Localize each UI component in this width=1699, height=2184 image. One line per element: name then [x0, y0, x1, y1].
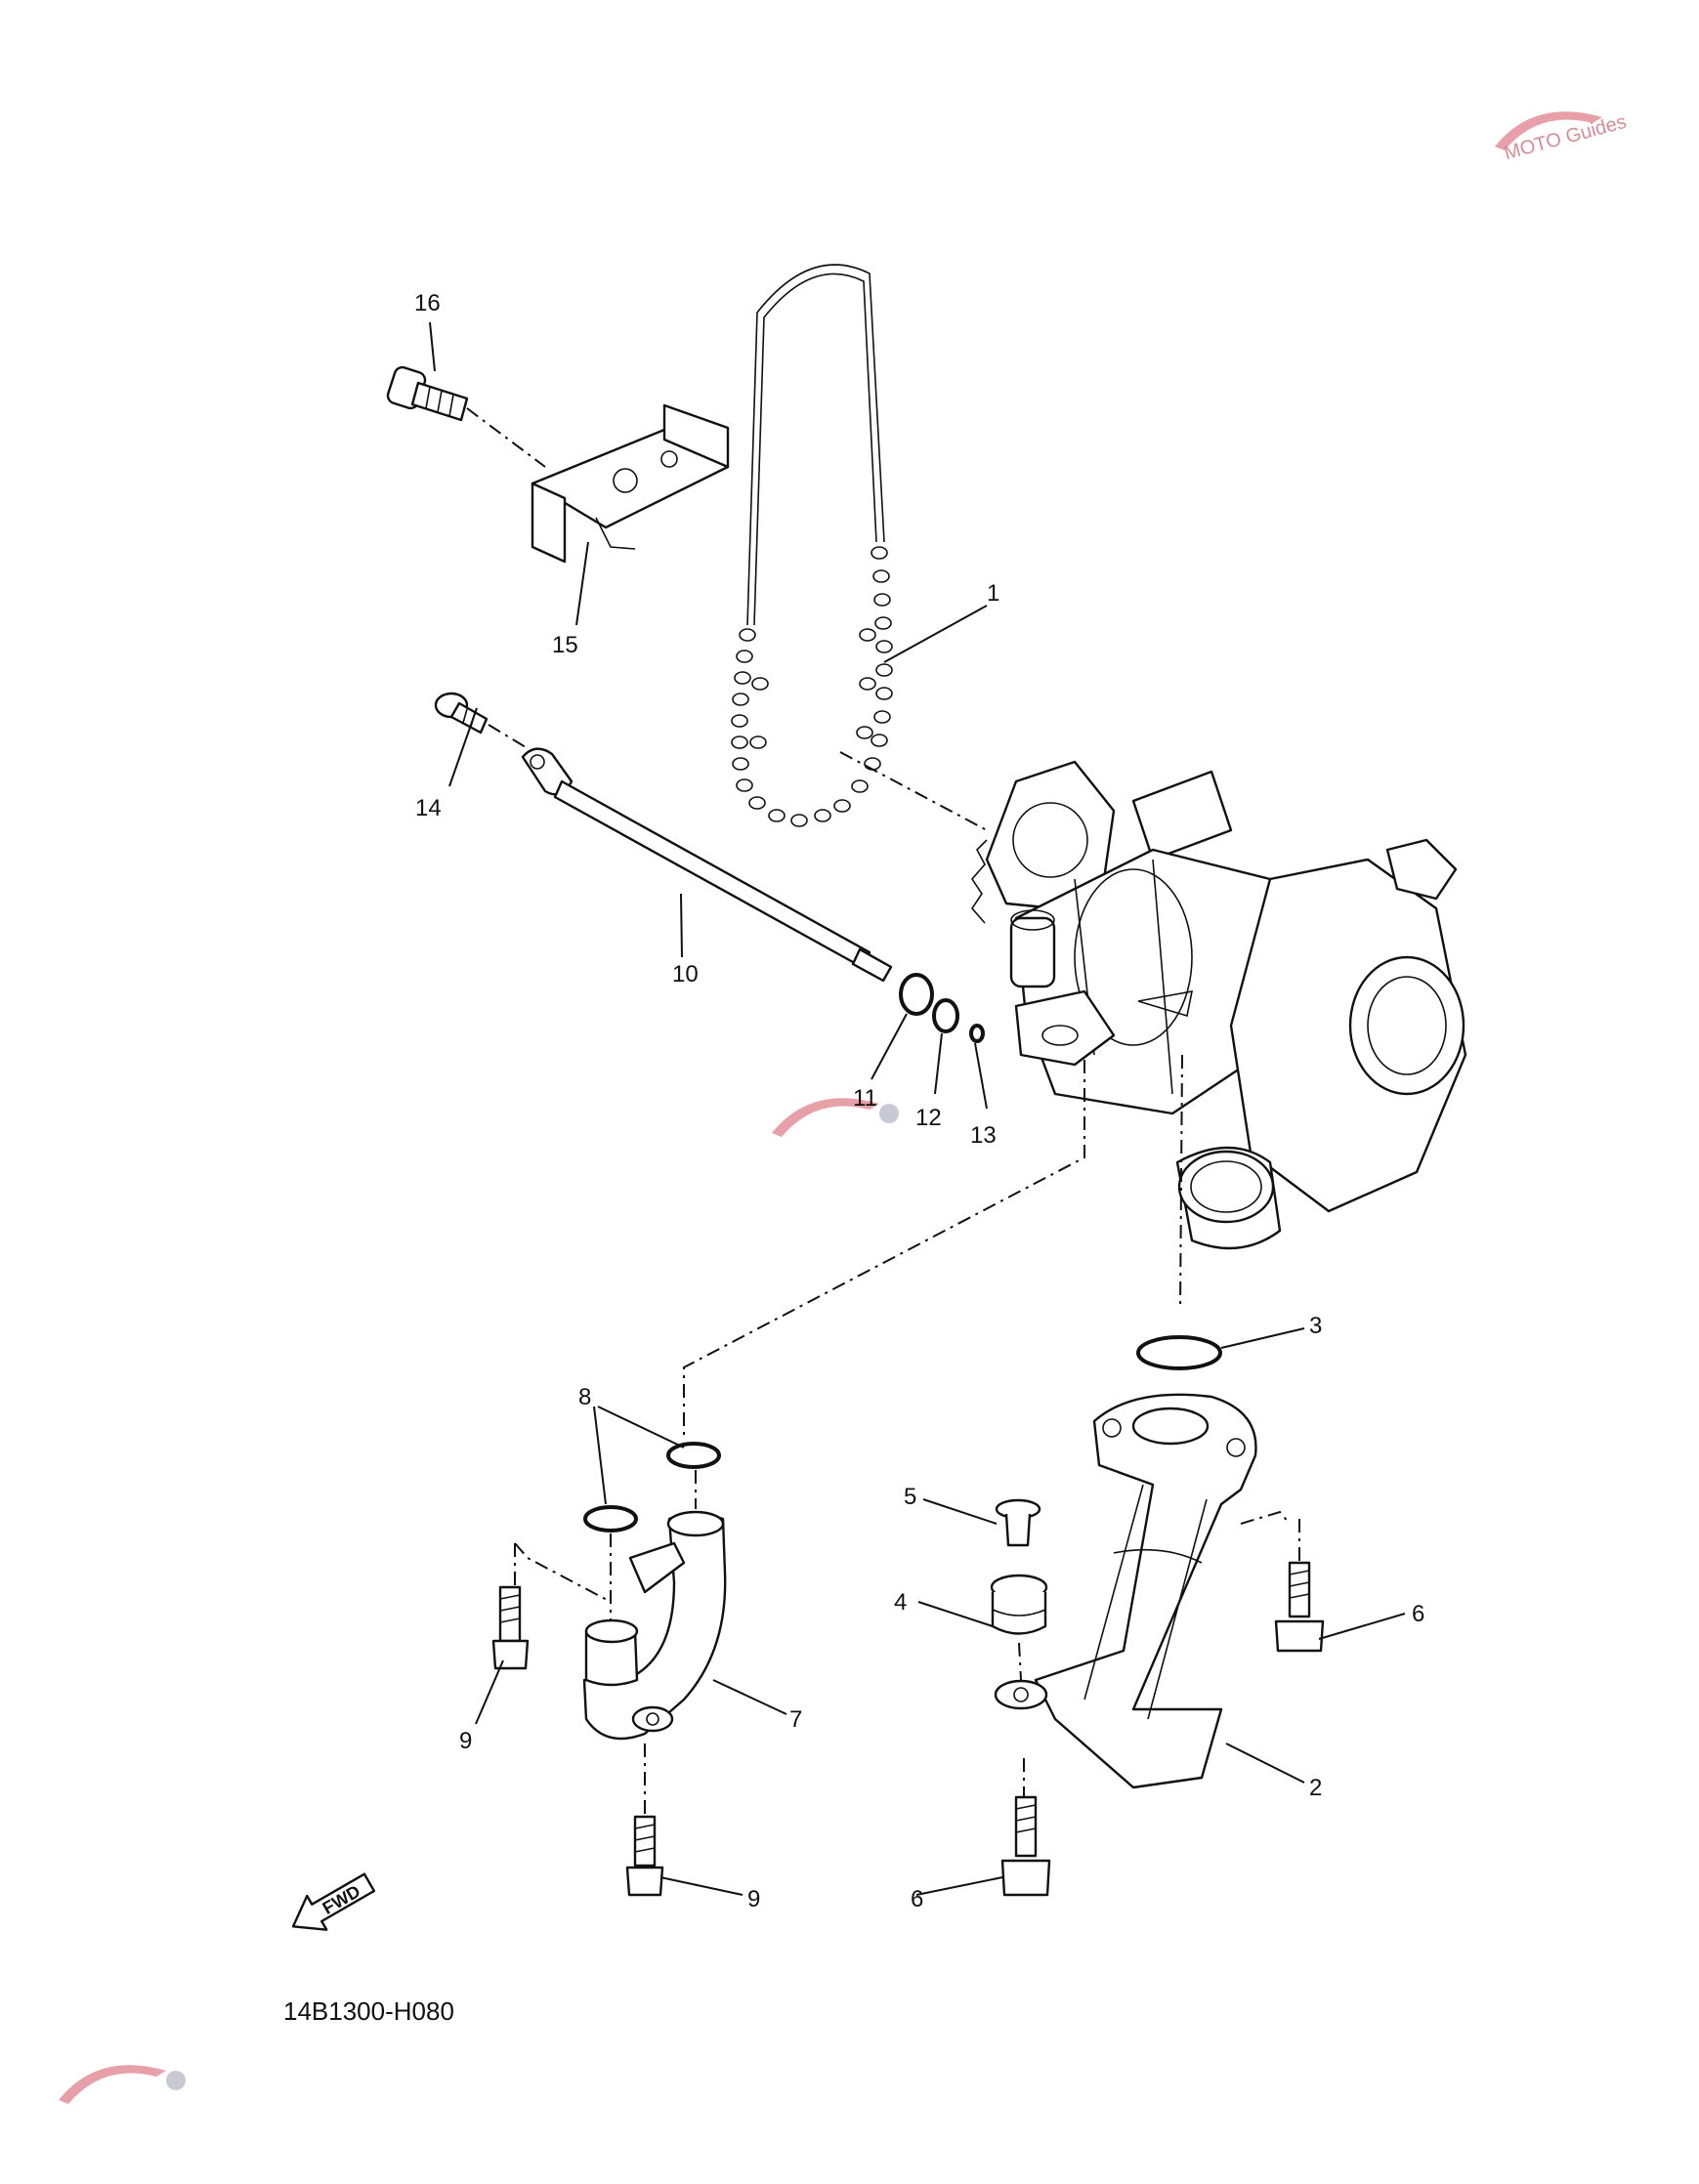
callout-3: 3	[1309, 1313, 1322, 1339]
callout-10: 10	[672, 961, 699, 987]
part-5-collar	[995, 1498, 1041, 1547]
callout-7: 7	[789, 1706, 802, 1733]
part-4-grommet	[990, 1574, 1048, 1635]
callout-15: 15	[552, 632, 578, 658]
callout-1: 1	[987, 580, 999, 607]
callout-2: 2	[1309, 1775, 1322, 1801]
part-9-bolt-left	[491, 1585, 530, 1670]
oil-pump-assembly	[970, 760, 1467, 1250]
callout-5: 5	[904, 1484, 916, 1510]
callout-9-lower: 9	[747, 1886, 760, 1912]
fwd-arrow-icon: FWD	[291, 1872, 376, 1931]
callout-6-lower: 6	[911, 1886, 923, 1912]
part-7-elbow-pipe	[582, 1510, 727, 1741]
part-14-screw	[434, 692, 488, 735]
part-12-o-ring	[932, 998, 959, 1033]
watermark-logo-bottom	[59, 2065, 186, 2104]
part-1-chain	[731, 264, 893, 827]
part-6-bolt-upper	[1274, 1561, 1325, 1653]
part-9-bolt-lower	[625, 1815, 664, 1897]
part-10-pipe	[521, 747, 893, 983]
part-16-bolt	[386, 365, 469, 422]
part-6-bolt-lower	[1000, 1795, 1051, 1897]
callout-11: 11	[853, 1085, 877, 1112]
part-8-o-ring-lower	[583, 1505, 638, 1533]
watermark-logo-top: MOTO Guides	[1495, 111, 1629, 164]
callout-13: 13	[970, 1122, 997, 1149]
callout-16: 16	[414, 290, 441, 316]
callout-14: 14	[415, 795, 442, 821]
callout-8: 8	[578, 1384, 591, 1410]
part-3-o-ring	[1136, 1335, 1222, 1370]
part-13-o-ring	[969, 1024, 985, 1043]
callout-9-left: 9	[459, 1728, 472, 1754]
part-11-o-ring	[899, 973, 934, 1016]
callout-12: 12	[915, 1105, 942, 1131]
callout-4: 4	[894, 1589, 907, 1616]
watermark-logo-middle	[772, 1098, 899, 1137]
diagram-code: 14B1300-H080	[283, 1996, 454, 2026]
part-15-bracket	[531, 403, 730, 564]
part-8-o-ring-upper	[666, 1442, 721, 1469]
callout-6-upper: 6	[1412, 1601, 1424, 1627]
part-2-strainer	[994, 1393, 1257, 1789]
